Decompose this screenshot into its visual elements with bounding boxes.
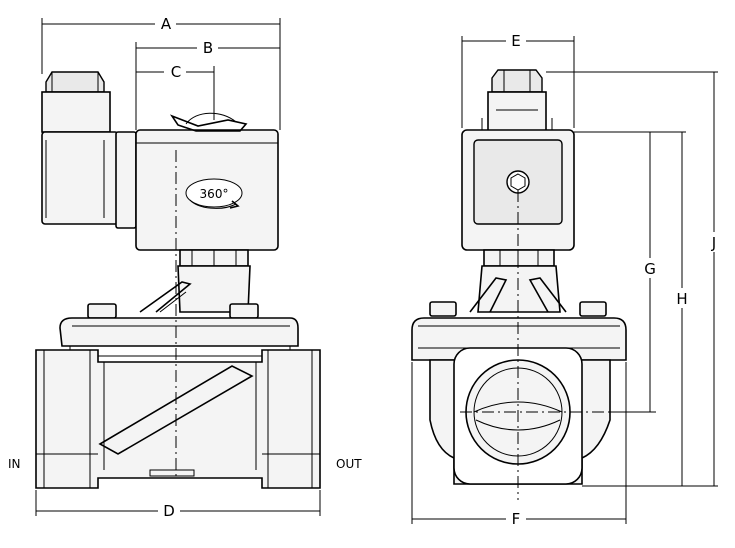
rotation-badge <box>185 178 243 208</box>
side-connector-cap <box>491 69 543 93</box>
front-view: 360° <box>35 71 321 489</box>
inlet-label: IN <box>8 457 21 471</box>
connector-plug <box>41 91 111 133</box>
side-bolt-right <box>579 301 607 317</box>
side-dimensions: E F G H J <box>411 32 718 528</box>
side-view <box>411 69 650 500</box>
dim-label-f: F <box>512 510 521 528</box>
outlet-label: OUT <box>336 457 362 471</box>
dim-label-h: H <box>676 290 687 308</box>
bolt-left <box>87 303 117 319</box>
front-dimensions: A B C D IN OUT <box>8 15 362 520</box>
side-connector-body <box>487 91 547 133</box>
dim-label-a: A <box>161 15 172 33</box>
rotation-label: 360° <box>200 187 229 201</box>
bolt-right <box>229 303 259 319</box>
connector-housing <box>41 131 119 225</box>
dim-label-e: E <box>511 32 520 50</box>
flow-passage <box>98 365 254 455</box>
dim-label-c: C <box>171 63 181 81</box>
dim-label-d: D <box>163 502 175 520</box>
dim-label-j: J <box>711 234 716 252</box>
side-bolt-left <box>429 301 457 317</box>
cover-flange <box>59 317 299 347</box>
dim-label-g: G <box>644 260 656 278</box>
retaining-clip <box>169 114 248 132</box>
dim-label-b: B <box>203 39 213 57</box>
side-stem-nut <box>483 249 555 267</box>
connector-adapter <box>115 131 137 229</box>
connector-cap <box>45 71 105 93</box>
